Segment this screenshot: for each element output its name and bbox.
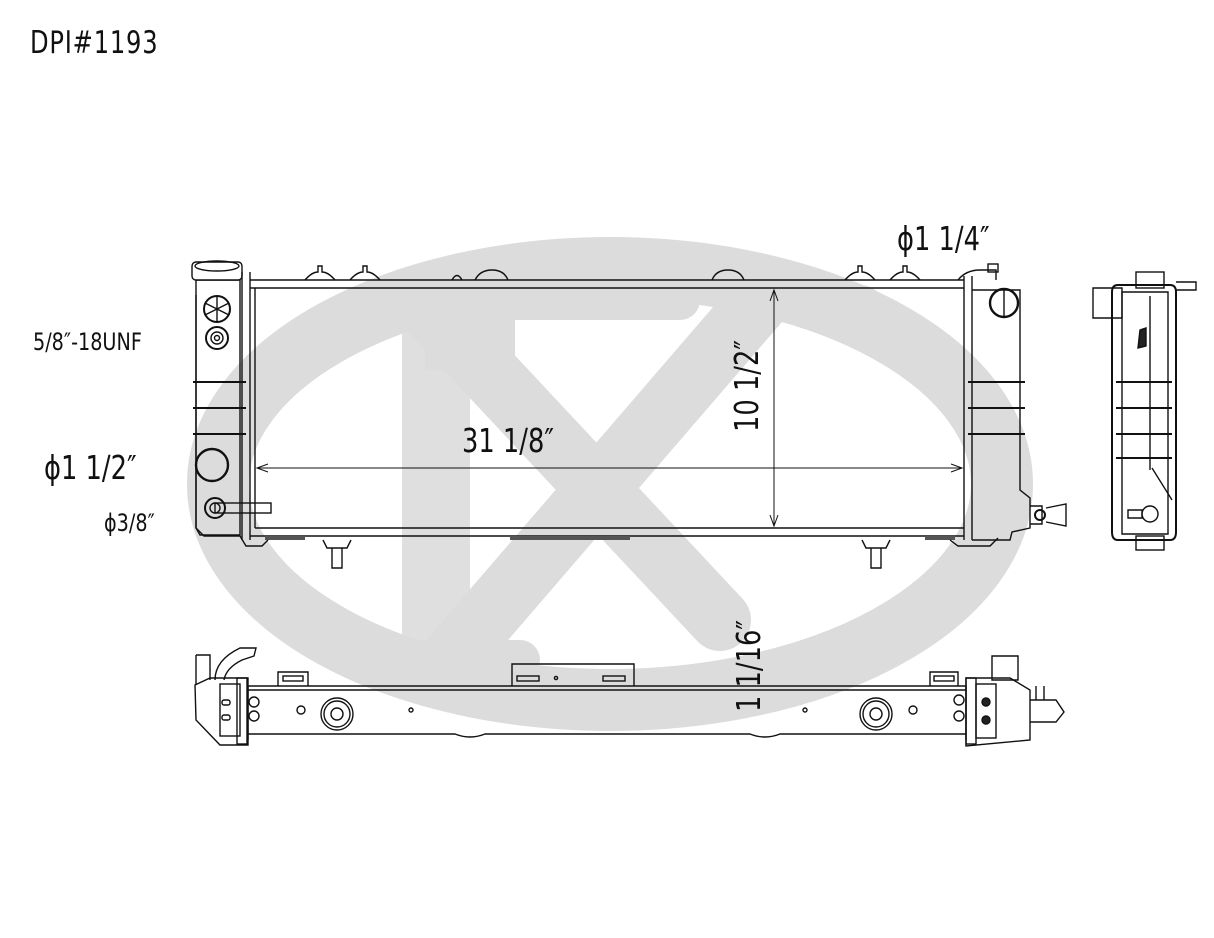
watermark-fill xyxy=(402,300,470,650)
core-depth-label: 1 1/16″ xyxy=(729,620,768,712)
filler-thread-label: 5/8″-18UNF xyxy=(33,328,142,356)
side-view xyxy=(1092,271,1197,551)
bottom-view xyxy=(194,647,1065,747)
watermark-logo xyxy=(187,237,1033,731)
core-height-label: 10 1/2″ xyxy=(727,340,766,432)
part-number-title: DPI#1193 xyxy=(30,25,159,61)
trans-cooler-label: ϕ3/8″ xyxy=(104,509,155,537)
outlet-diameter-label: ϕ1 1/2″ xyxy=(44,448,137,487)
front-view xyxy=(191,260,1067,569)
core-width-label: 31 1/8″ xyxy=(462,421,554,460)
inlet-diameter-label: ϕ1 1/4″ xyxy=(897,219,990,258)
